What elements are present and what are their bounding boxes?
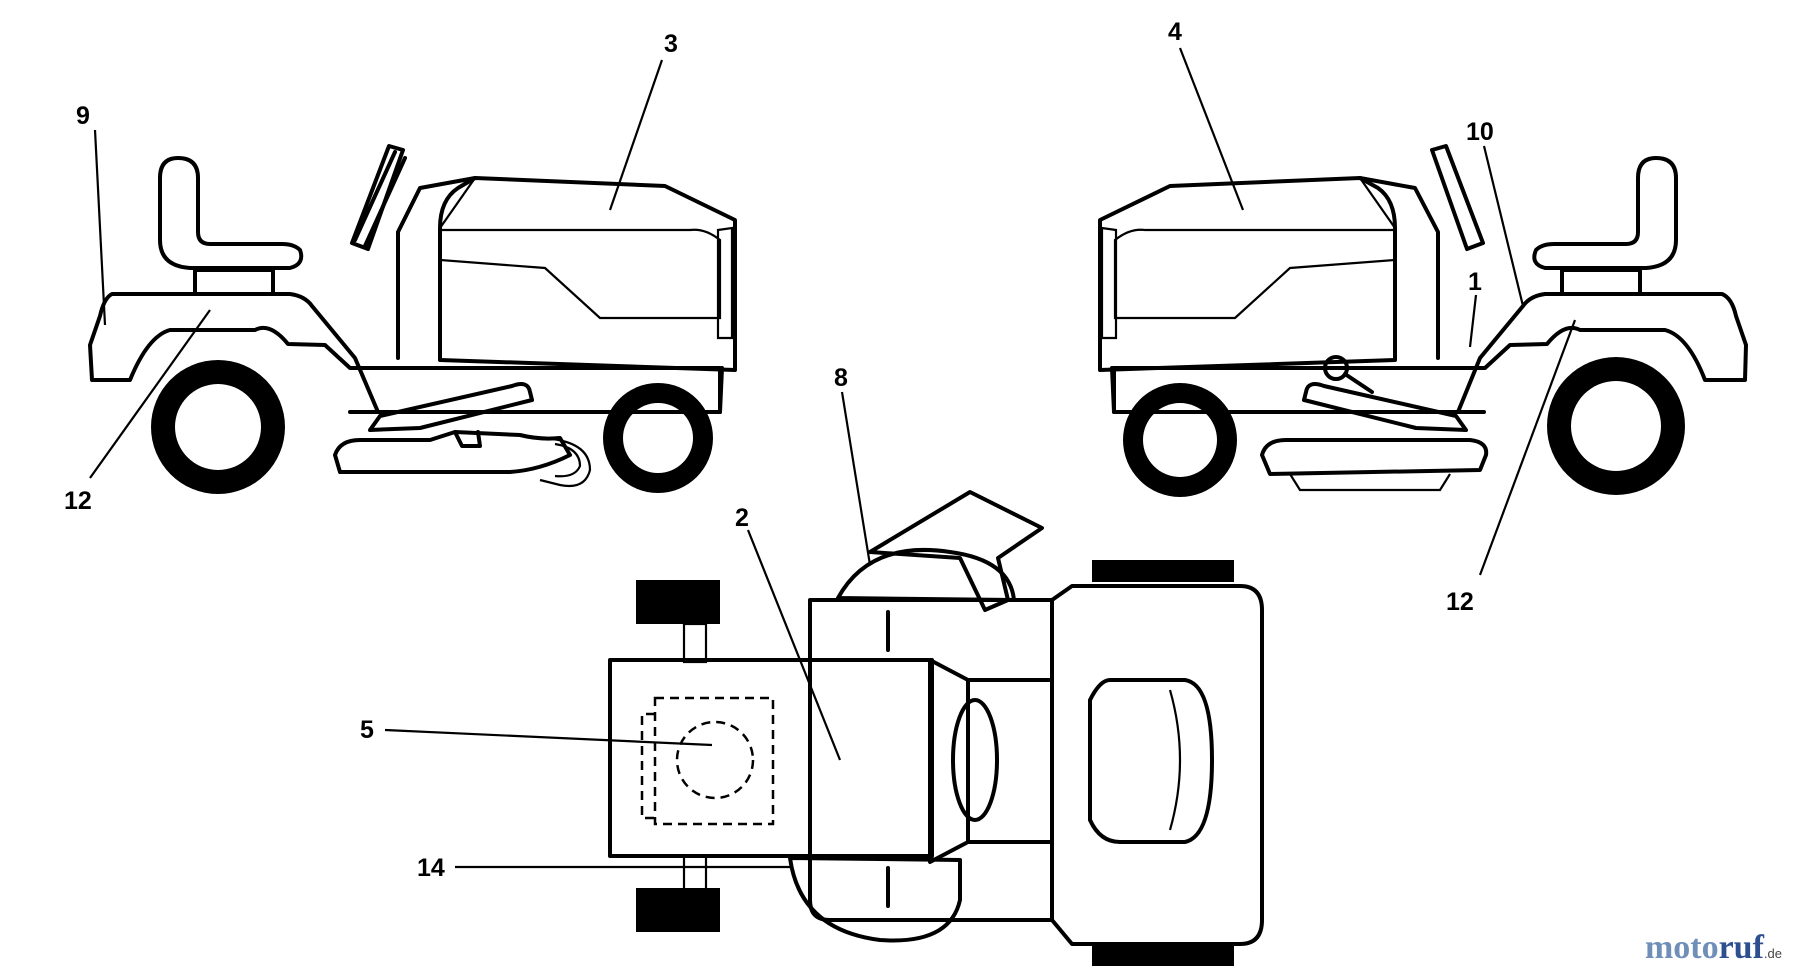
tractor-right-view — [1098, 144, 1748, 497]
tractor-top-view — [608, 490, 1264, 966]
callout-8: 8 — [834, 364, 848, 392]
seat-right — [1532, 156, 1678, 270]
seat-deck-top — [608, 658, 934, 858]
callout-1: 1 — [1468, 268, 1482, 296]
watermark-part2: ruf — [1718, 929, 1764, 966]
front-tire-top-right — [1092, 944, 1234, 966]
hood-right — [1098, 176, 1397, 372]
mower-deck-right — [1260, 438, 1489, 476]
rear-tire-top-right — [636, 888, 720, 932]
hood-left — [438, 176, 737, 372]
callout-2: 2 — [735, 504, 749, 532]
watermark-logo: motoruf.de — [1645, 929, 1782, 967]
steering-wheel-top — [951, 698, 999, 822]
discharge-chute — [868, 490, 1044, 612]
seat-left — [158, 156, 304, 270]
mower-deck-left — [333, 430, 572, 474]
front-tire-top-left — [1092, 560, 1234, 582]
callout-4: 4 — [1168, 18, 1182, 46]
callout-10: 10 — [1466, 118, 1494, 146]
hood-top — [1050, 584, 1264, 946]
callout-9: 9 — [76, 102, 90, 130]
callout-12-left: 12 — [64, 487, 92, 515]
callout-14: 14 — [417, 854, 445, 882]
watermark-domain: .de — [1763, 946, 1782, 961]
callout-labels: 3 9 12 4 10 1 12 8 2 5 14 — [64, 18, 1494, 882]
tractor-left-view — [88, 144, 737, 494]
leader-lines — [89, 47, 1577, 869]
callout-3: 3 — [664, 30, 678, 58]
callout-12-right: 12 — [1446, 588, 1474, 616]
watermark-part1: moto — [1644, 929, 1719, 966]
seat-outline-dashed — [653, 696, 775, 826]
callout-5: 5 — [360, 716, 374, 744]
rear-tire-top-left — [636, 580, 720, 624]
